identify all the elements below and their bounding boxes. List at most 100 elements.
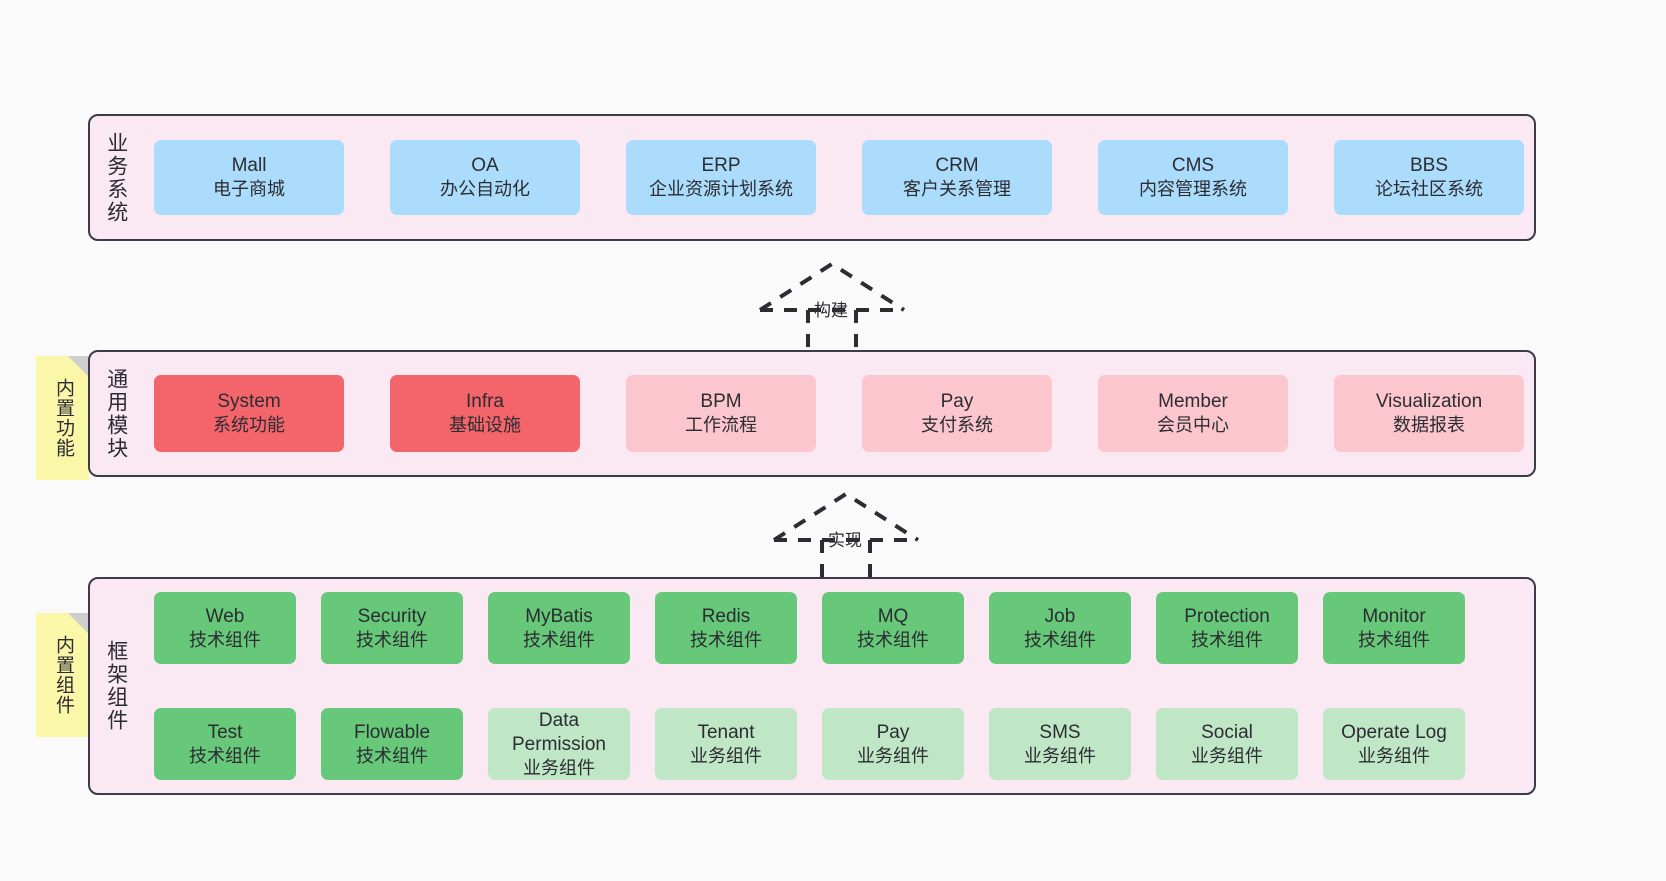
node-crm[interactable]: CRM 客户关系管理 xyxy=(862,140,1052,215)
node-data-permission-cn: 业务组件 xyxy=(523,757,595,778)
node-data-permission[interactable]: Data Permission 业务组件 xyxy=(488,708,630,780)
node-cms-cn: 内容管理系统 xyxy=(1139,179,1247,200)
node-bbs[interactable]: BBS 论坛社区系统 xyxy=(1334,140,1524,215)
node-mybatis-cn: 技术组件 xyxy=(523,629,595,650)
node-data-permission-en: Data Permission xyxy=(512,710,606,755)
common-module-layer: 通用模块 System 系统功能 Infra 基础设施 BPM 工作流程 Pay… xyxy=(88,350,1536,477)
common-layer-body: System 系统功能 Infra 基础设施 BPM 工作流程 Pay 支付系统… xyxy=(142,352,1536,475)
node-crm-en: CRM xyxy=(935,155,979,177)
note-builtin-components-label: 内置组件 xyxy=(52,635,74,715)
node-pay-component-cn: 业务组件 xyxy=(857,745,929,766)
note-builtin-components: 内置组件 xyxy=(36,613,89,737)
node-operate-log-cn: 业务组件 xyxy=(1358,745,1430,766)
node-social[interactable]: Social 业务组件 xyxy=(1156,708,1298,780)
node-redis-en: Redis xyxy=(701,605,751,627)
node-tenant-en: Tenant xyxy=(697,721,755,743)
node-protection-en: Protection xyxy=(1184,605,1270,627)
node-system-cn: 系统功能 xyxy=(213,415,285,436)
node-crm-cn: 客户关系管理 xyxy=(903,179,1011,200)
node-social-cn: 业务组件 xyxy=(1191,745,1263,766)
node-flowable-en: Flowable xyxy=(353,721,431,743)
node-security-cn: 技术组件 xyxy=(356,629,428,650)
node-flowable-cn: 技术组件 xyxy=(356,745,428,766)
node-protection-cn: 技术组件 xyxy=(1191,629,1263,650)
node-monitor-cn: 技术组件 xyxy=(1358,629,1430,650)
node-bpm-cn: 工作流程 xyxy=(685,415,757,436)
node-oa-cn: 办公自动化 xyxy=(440,179,530,200)
relation-implement-label: 实现 xyxy=(828,531,862,550)
node-erp-en: ERP xyxy=(701,155,741,177)
node-erp-cn: 企业资源计划系统 xyxy=(649,179,793,200)
node-system-en: System xyxy=(217,391,281,413)
node-member-cn: 会员中心 xyxy=(1157,415,1229,436)
node-mq-cn: 技术组件 xyxy=(857,629,929,650)
node-oa-en: OA xyxy=(471,155,499,177)
business-system-layer: 业务系统 Mall 电子商城 OA 办公自动化 ERP 企业资源计划系统 CRM… xyxy=(88,114,1536,241)
node-tenant[interactable]: Tenant 业务组件 xyxy=(655,708,797,780)
node-bpm-en: BPM xyxy=(700,391,742,413)
node-pay-module-cn: 支付系统 xyxy=(921,415,993,436)
node-job-cn: 技术组件 xyxy=(1024,629,1096,650)
framework-layer-body: Web 技术组件 Security 技术组件 MyBatis 技术组件 Redi… xyxy=(142,579,1534,793)
node-flowable[interactable]: Flowable 技术组件 xyxy=(321,708,463,780)
node-sms-en: SMS xyxy=(1039,721,1081,743)
framework-row-tech: Web 技术组件 Security 技术组件 MyBatis 技术组件 Redi… xyxy=(154,592,1522,664)
node-bpm[interactable]: BPM 工作流程 xyxy=(626,375,816,452)
node-visualization[interactable]: Visualization 数据报表 xyxy=(1334,375,1524,452)
framework-component-layer: 框架组件 Web 技术组件 Security 技术组件 MyBatis 技术组件… xyxy=(88,577,1536,795)
node-operate-log[interactable]: Operate Log 业务组件 xyxy=(1323,708,1465,780)
business-layer-title: 业务系统 xyxy=(104,131,128,224)
node-social-en: Social xyxy=(1201,721,1253,743)
node-bbs-en: BBS xyxy=(1409,155,1449,177)
node-test[interactable]: Test 技术组件 xyxy=(154,708,296,780)
node-infra[interactable]: Infra 基础设施 xyxy=(390,375,580,452)
node-test-en: Test xyxy=(207,721,243,743)
node-test-cn: 技术组件 xyxy=(189,745,261,766)
node-job[interactable]: Job 技术组件 xyxy=(989,592,1131,664)
node-web[interactable]: Web 技术组件 xyxy=(154,592,296,664)
node-visualization-en: Visualization xyxy=(1375,391,1483,413)
node-sms[interactable]: SMS 业务组件 xyxy=(989,708,1131,780)
node-redis-cn: 技术组件 xyxy=(690,629,762,650)
node-visualization-cn: 数据报表 xyxy=(1393,415,1465,436)
business-layer-body: Mall 电子商城 OA 办公自动化 ERP 企业资源计划系统 CRM 客户关系… xyxy=(142,116,1536,239)
node-web-en: Web xyxy=(205,605,245,627)
node-mq-en: MQ xyxy=(877,605,909,627)
node-job-en: Job xyxy=(1044,605,1076,627)
node-pay-module[interactable]: Pay 支付系统 xyxy=(862,375,1052,452)
node-security[interactable]: Security 技术组件 xyxy=(321,592,463,664)
node-infra-en: Infra xyxy=(465,391,505,413)
node-mq[interactable]: MQ 技术组件 xyxy=(822,592,964,664)
note-builtin-functions: 内置功能 xyxy=(36,356,89,480)
framework-layer-title: 框架组件 xyxy=(104,640,128,732)
node-mybatis[interactable]: MyBatis 技术组件 xyxy=(488,592,630,664)
relation-build: 构建 xyxy=(752,258,912,350)
node-protection[interactable]: Protection 技术组件 xyxy=(1156,592,1298,664)
node-pay-component-en: Pay xyxy=(876,721,910,743)
node-sms-cn: 业务组件 xyxy=(1024,745,1096,766)
relation-build-label: 构建 xyxy=(814,301,848,320)
node-oa[interactable]: OA 办公自动化 xyxy=(390,140,580,215)
node-operate-log-en: Operate Log xyxy=(1341,721,1447,743)
node-mall-en: Mall xyxy=(231,155,267,177)
node-tenant-cn: 业务组件 xyxy=(690,745,762,766)
framework-row-business: Test 技术组件 Flowable 技术组件 Data Permission … xyxy=(154,708,1522,780)
node-infra-cn: 基础设施 xyxy=(449,415,521,436)
node-member[interactable]: Member 会员中心 xyxy=(1098,375,1288,452)
node-web-cn: 技术组件 xyxy=(189,629,261,650)
node-redis[interactable]: Redis 技术组件 xyxy=(655,592,797,664)
node-pay-component[interactable]: Pay 业务组件 xyxy=(822,708,964,780)
relation-implement: 实现 xyxy=(766,488,926,580)
node-member-en: Member xyxy=(1158,391,1228,413)
node-erp[interactable]: ERP 企业资源计划系统 xyxy=(626,140,816,215)
note-builtin-functions-label: 内置功能 xyxy=(52,378,74,458)
node-pay-module-en: Pay xyxy=(940,391,974,413)
node-cms[interactable]: CMS 内容管理系统 xyxy=(1098,140,1288,215)
node-bbs-cn: 论坛社区系统 xyxy=(1375,179,1483,200)
node-mybatis-en: MyBatis xyxy=(525,605,593,627)
node-system[interactable]: System 系统功能 xyxy=(154,375,344,452)
node-mall[interactable]: Mall 电子商城 xyxy=(154,140,344,215)
node-monitor[interactable]: Monitor 技术组件 xyxy=(1323,592,1465,664)
node-mall-cn: 电子商城 xyxy=(213,179,285,200)
